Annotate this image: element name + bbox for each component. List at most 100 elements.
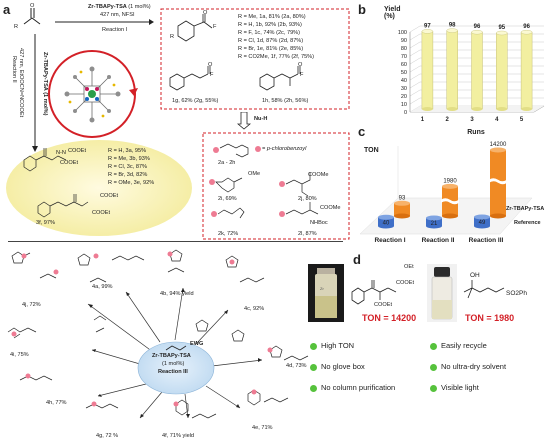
bar-catalyst-top: [490, 147, 506, 153]
bar-top: [496, 30, 508, 36]
product-2l-label: 2l, 87%: [298, 231, 317, 237]
product-4j-label: 4j, 72%: [22, 302, 41, 308]
panel-letter-c: c: [358, 124, 366, 139]
bar-run-5: [520, 31, 533, 110]
nu-products-box: [202, 132, 350, 240]
bar-reference-2: [426, 218, 442, 226]
bar-reference-value: 49: [479, 220, 486, 226]
ton-14200-label: TON = 14200: [362, 313, 417, 323]
panel-letter-d: d: [353, 252, 361, 267]
grid-line-side: [409, 49, 421, 57]
advantage-no-ultra-dry-solvent: No ultra-dry solvent: [430, 362, 506, 371]
conditions-side-label: 427 nm, EtOOCN=NCOOEt: [18, 48, 24, 118]
sulfone-product-structure: [463, 280, 505, 299]
y-tick-label: 60: [401, 62, 407, 68]
bar-top: [520, 30, 533, 35]
product-1d: R = Cl, 1d, 87% (2d, 87%): [238, 38, 304, 44]
x-tick-label: 5: [520, 117, 524, 123]
bar-catalyst-3: [490, 150, 506, 216]
chart-b-ylabel: Yield (%): [384, 6, 401, 20]
y-tick-label: 10: [401, 102, 407, 108]
advantage-easily-recycle: Easily recycle: [430, 341, 487, 350]
bar-base: [446, 107, 458, 111]
bar-catalyst-base: [490, 213, 506, 219]
check-dot-icon: [430, 363, 437, 371]
bar-reference-top: [474, 214, 490, 220]
acyl-r-label: R: [170, 34, 175, 40]
y-tick-label: 30: [401, 86, 407, 92]
grid-line-side: [409, 97, 421, 105]
hydrazide-cooet-3f-a: COOEt: [100, 193, 119, 199]
bar-run-2: [446, 30, 458, 110]
bar-run-4: [496, 32, 508, 110]
coome-2l-label: COOMe: [320, 205, 341, 211]
product-1e: R = Br, 1e, 81% (2e, 85%): [238, 46, 304, 52]
x-tick-label: 3: [470, 117, 474, 123]
advantage-high-ton: High TON: [310, 341, 354, 350]
product-1h-f-label: F: [300, 72, 304, 78]
product-1b: R = H, 1b, 92% (2b, 93%): [238, 22, 302, 28]
grid-line-side: [409, 33, 421, 41]
nhboc-label: NHBoc: [310, 220, 328, 226]
bar-top: [446, 28, 458, 33]
bar-catalyst-value: 14200: [490, 142, 507, 148]
aldehyde-o-label: O: [30, 3, 35, 9]
check-dot-icon: [310, 342, 317, 350]
reaction-3-scheme: [7, 249, 309, 419]
x-tick-label: Reaction III: [469, 237, 504, 244]
panel-a-divider: [8, 241, 343, 242]
grid-line-side: [409, 89, 421, 97]
bar-catalyst-1: [394, 203, 410, 216]
product-4g-label: 4g, 72 %: [96, 433, 119, 439]
bar-catalyst-top: [442, 183, 458, 189]
d-structure-oet: OEt: [404, 264, 414, 270]
reaction-2-products-ellipse: [6, 140, 192, 236]
axis-break-mark: [441, 198, 459, 205]
y-tick-label: 80: [401, 46, 407, 52]
bar-value-label: 97: [424, 23, 431, 29]
reaction-3-loading: (1 mol%): [162, 361, 185, 367]
hydrazide-cooet-3f-b: COOEt: [92, 210, 111, 216]
advantage-visible-light: Visible light: [430, 383, 479, 392]
bar-reference-base: [474, 223, 490, 229]
product-1h-label: 1h, 58% (2h, 56%): [262, 98, 309, 104]
vial-photo-2: [427, 264, 457, 322]
grid-line-side: [409, 25, 421, 33]
bar-run-1: [421, 31, 434, 110]
d-structure-cooet2: COOEt: [374, 302, 393, 308]
bar-catalyst-top: [394, 200, 410, 206]
product-3d: R = Br, 3d, 82%: [108, 172, 148, 178]
bar-catalyst-value: 93: [399, 195, 406, 201]
product-1g-o-label: O: [208, 62, 213, 68]
product-2j-label: 2j, 80%: [298, 196, 317, 202]
product-4c-label: 4c, 92%: [244, 306, 265, 312]
bar-catalyst-base: [394, 213, 410, 219]
grid-line-side: [409, 65, 421, 73]
product-4a-label: 4a, 99%: [92, 284, 113, 290]
bar-value-label: 98: [449, 23, 456, 29]
check-dot-icon: [310, 384, 317, 392]
check-dot-icon: [310, 363, 317, 371]
mof-catalyst-graphic: [48, 50, 138, 138]
hydrazide-nh-cooet-1: N-N: [56, 150, 66, 156]
bar-value-label: 95: [498, 25, 505, 31]
bar-base: [496, 107, 508, 111]
d-structure-cooet1: COOEt: [396, 280, 415, 286]
bar-base: [471, 107, 483, 111]
reaction-2-label: Reaction II: [11, 56, 17, 83]
d-structure-so2ph: SO2Ph: [506, 290, 527, 297]
bar-value-label: 96: [523, 24, 530, 30]
ome-label: OMe: [248, 171, 261, 177]
bar-reference-top: [426, 215, 442, 221]
bar-reference-value: 40: [383, 220, 390, 226]
product-4h-label: 4h, 77%: [46, 400, 67, 406]
y-tick-label: 70: [401, 54, 407, 60]
product-3f-label: 3f, 97%: [36, 220, 55, 226]
y-tick-label: 20: [401, 94, 407, 100]
y-tick-label: 90: [401, 38, 407, 44]
product-4d-label: 4d, 73%: [286, 363, 307, 369]
product-1h-o-label: O: [298, 62, 303, 68]
bar-reference-top: [378, 214, 394, 220]
hydrazide-cooet-1: COOEt: [60, 160, 79, 166]
